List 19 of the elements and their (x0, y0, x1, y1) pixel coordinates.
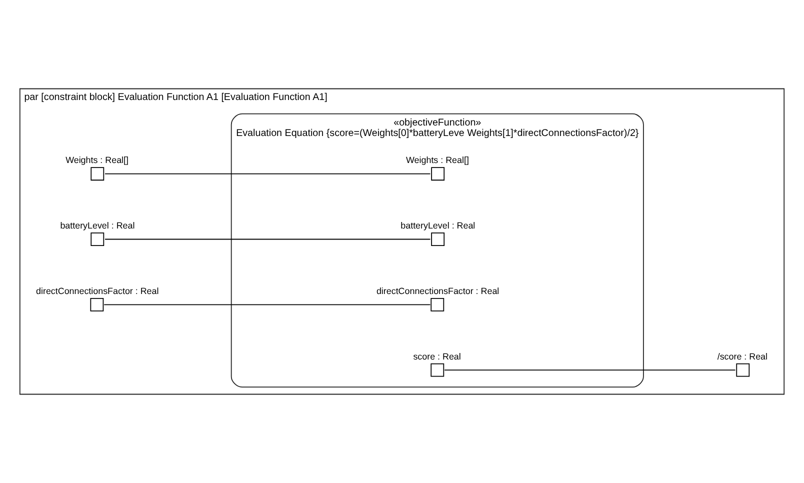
node-box (430, 298, 444, 312)
node-box (90, 298, 104, 312)
node-label: /score : Real (717, 351, 768, 362)
node-box (431, 232, 445, 246)
connector (104, 238, 431, 240)
node-label: directConnectionsFactor : Real (36, 286, 159, 296)
node-label: directConnectionsFactor : Real (376, 286, 500, 296)
node-box (431, 167, 445, 181)
node-box (90, 232, 104, 246)
connector (104, 304, 431, 306)
node-label: Weights : Real[] (66, 155, 129, 166)
connector (104, 173, 431, 174)
node-box (430, 363, 444, 377)
node-label: Weights : Real[] (406, 155, 469, 166)
node-box (736, 363, 750, 377)
node-box (90, 167, 104, 181)
node-label: batteryLevel : Real (60, 220, 135, 231)
node-label: score : Real (413, 351, 461, 362)
node-label: batteryLevel : Real (400, 220, 476, 231)
